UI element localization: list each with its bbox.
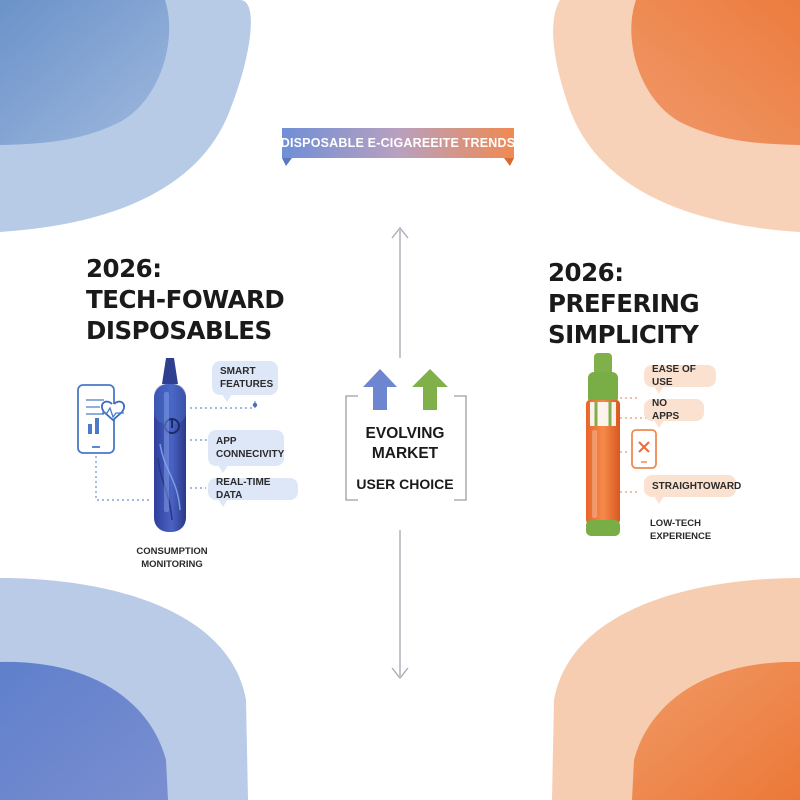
phone-heart-chart-icon: [77, 384, 126, 454]
right-heading-year: 2026:: [548, 258, 624, 287]
arrow-up-green-icon: [412, 369, 448, 410]
right-heading: 2026: PREFERING SIMPLICITY: [548, 257, 700, 350]
tech-vape-device: [154, 358, 186, 532]
center-label-line2: MARKET: [371, 445, 439, 462]
center-label: EVOLVING MARKET: [340, 424, 470, 464]
left-heading-year: 2026:: [86, 254, 162, 283]
phone-cross-icon: [631, 429, 657, 469]
title-banner: DISPOSABLE E-CIGAREEITE TRENDS: [280, 128, 516, 158]
bubble-app-connectivity: APP CONNECIVITY: [208, 430, 284, 473]
left-caption-line2: MONITORING: [141, 559, 203, 570]
center-label-line1: EVOLVING: [365, 425, 445, 442]
bubble-real-time-data: REAL-TIME DATA: [208, 477, 298, 507]
left-caption: CONSUMPTION MONITORING: [132, 545, 212, 571]
left-heading: 2026: TECH-FOWARD DISPOSABLES: [86, 253, 285, 346]
bubble-ease-of-use: EASE OF USE: [644, 364, 716, 394]
left-heading-line3: DISPOSABLES: [86, 316, 272, 345]
left-heading-line2: TECH-FOWARD: [86, 285, 285, 314]
bubble-no-apps: NO APPS: [644, 398, 704, 428]
right-heading-line2: PREFERING: [548, 289, 700, 318]
center-sublabel: USER CHOICE: [356, 476, 454, 492]
right-caption: LOW-TECH EXPERIENCE: [650, 517, 711, 543]
right-heading-line3: SIMPLICITY: [548, 320, 699, 349]
right-caption-line1: LOW-TECH: [650, 518, 701, 529]
arrow-up-blue-icon: [363, 369, 397, 410]
right-caption-line2: EXPERIENCE: [650, 531, 712, 542]
bubble-straightforward: STRAIGHTOWARD: [644, 475, 741, 504]
left-caption-line1: CONSUMPTION: [136, 546, 208, 557]
simple-vape-device: [586, 353, 620, 536]
vertical-double-arrow-icon: [391, 226, 409, 680]
bubble-smart-features: SMART FEATURES: [212, 361, 278, 402]
banner-title: DISPOSABLE E-CIGAREEITE TRENDS: [280, 136, 516, 150]
